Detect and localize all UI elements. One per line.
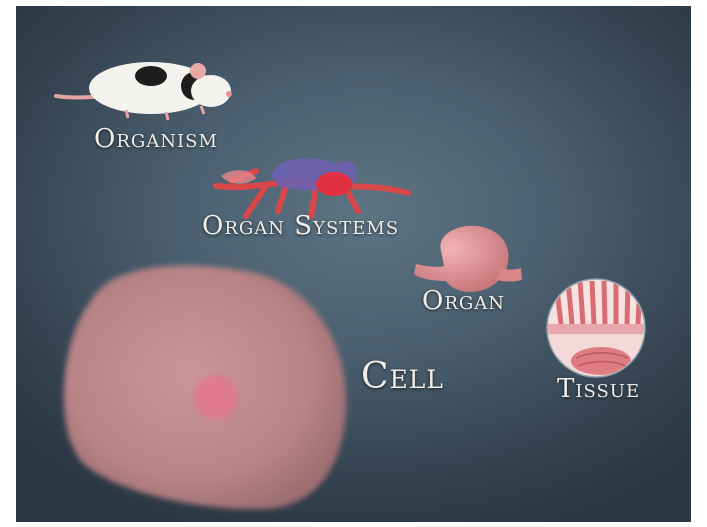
organ-systems-illustration (216, 158, 408, 216)
illustration-layer (16, 6, 691, 522)
mouse-patch (135, 66, 167, 86)
tissue-label: Tissue (557, 374, 640, 404)
organ-illustration (414, 226, 522, 292)
levels-of-organization-diagram: Organism Organ Systems Organ Cell Tissue (16, 6, 691, 522)
tissue-illustration (546, 278, 646, 377)
heart (316, 172, 352, 196)
organ-systems-label: Organ Systems (202, 211, 399, 241)
mouse-nose (226, 91, 232, 97)
mouse-head (191, 75, 231, 107)
organ-label: Organ (422, 286, 505, 316)
organism-label: Organism (94, 124, 218, 154)
organ-stomach (414, 226, 509, 292)
mouse-ear (190, 63, 206, 79)
cell-illustration (64, 265, 346, 509)
cell-label: Cell (361, 356, 444, 397)
mouse-illustration (56, 62, 232, 120)
cell-nucleus (194, 375, 238, 419)
